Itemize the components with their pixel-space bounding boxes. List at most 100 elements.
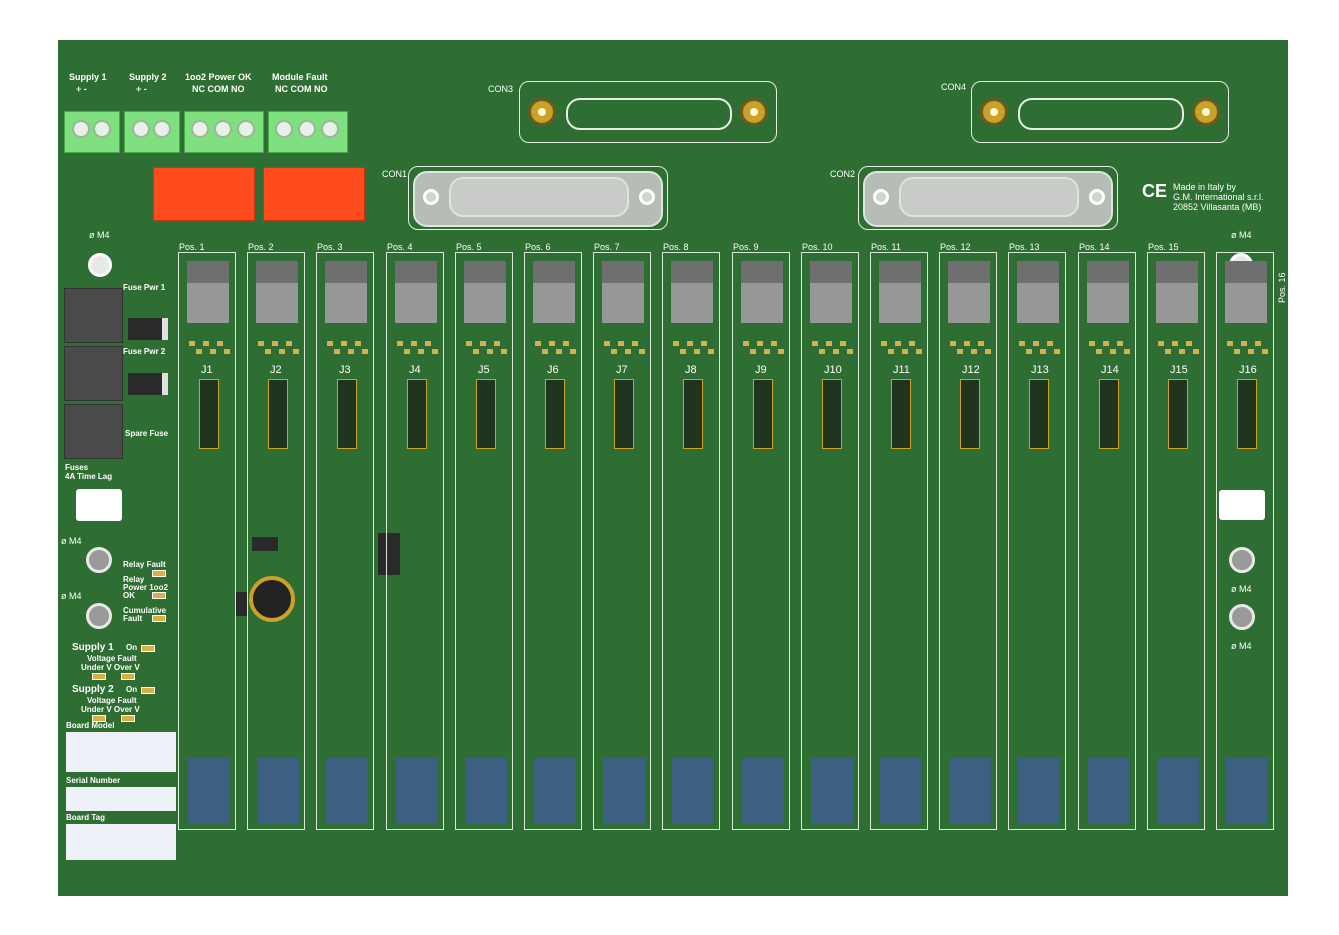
con4-connector[interactable]	[971, 81, 1229, 143]
smd-pad	[833, 349, 839, 354]
supply2-terminal-block[interactable]	[124, 111, 180, 153]
screw-icon	[237, 120, 255, 138]
board-tag-label: Board Tag	[66, 813, 105, 822]
supply2-voltage-fault: Voltage Fault	[87, 696, 137, 705]
module-connector[interactable]	[811, 758, 853, 824]
power-ok-terminal-block[interactable]	[184, 111, 264, 153]
module-connector[interactable]	[672, 758, 714, 824]
smd-pad	[549, 341, 555, 346]
jumper-header[interactable]	[268, 379, 288, 449]
smd-pad	[570, 349, 576, 354]
module-latch	[948, 261, 990, 323]
jumper-header[interactable]	[960, 379, 980, 449]
smd-pad	[1158, 341, 1164, 346]
fuse-holder-pwr2[interactable]	[64, 346, 123, 401]
smd-pad	[604, 341, 610, 346]
module-latch	[325, 261, 367, 323]
jumper-header[interactable]	[614, 379, 634, 449]
smd-pad	[466, 341, 472, 346]
smd-pad	[812, 341, 818, 346]
jumper-header[interactable]	[199, 379, 219, 449]
con3-connector[interactable]	[519, 81, 777, 143]
jumper-label: J16	[1239, 364, 1257, 376]
jumper-header[interactable]	[1029, 379, 1049, 449]
module-connector[interactable]	[396, 758, 438, 824]
module-fault-terminal-block[interactable]	[268, 111, 348, 153]
serial-number-field	[66, 787, 176, 811]
m4-label: ø M4	[1231, 230, 1252, 240]
module-connector[interactable]	[1088, 758, 1130, 824]
jumper-label: J10	[824, 364, 842, 376]
smd-pad	[1193, 349, 1199, 354]
smd-pad	[1033, 341, 1039, 346]
jumper-header[interactable]	[1168, 379, 1188, 449]
module-connector[interactable]	[257, 758, 299, 824]
module-latch	[256, 261, 298, 323]
smd-pad	[895, 341, 901, 346]
smd-pad	[404, 349, 410, 354]
con2-connector[interactable]	[858, 166, 1118, 230]
module-connector[interactable]	[1018, 758, 1060, 824]
module-connector[interactable]	[742, 758, 784, 824]
jumper-header[interactable]	[407, 379, 427, 449]
ce-mark: CE	[1142, 181, 1168, 201]
smd-pad	[680, 349, 686, 354]
module-connector[interactable]	[603, 758, 645, 824]
fuse-holder-spare[interactable]	[64, 404, 123, 459]
m4-label: ø M4	[61, 536, 82, 546]
jumper-header[interactable]	[337, 379, 357, 449]
jumper-header[interactable]	[683, 379, 703, 449]
smd-pad	[1110, 349, 1116, 354]
module-connector[interactable]	[880, 758, 922, 824]
jumper-label: J14	[1101, 364, 1119, 376]
smd-pad	[750, 349, 756, 354]
module-connector[interactable]	[949, 758, 991, 824]
fuses-title: Fuses	[65, 463, 89, 472]
jumper-header[interactable]	[753, 379, 773, 449]
smd-pad	[826, 341, 832, 346]
m4-label: ø M4	[61, 591, 82, 601]
jumper-header[interactable]	[1237, 379, 1257, 449]
module-connector[interactable]	[1226, 758, 1268, 824]
module-latch	[464, 261, 506, 323]
con1-connector[interactable]	[408, 166, 668, 230]
smd-pad	[355, 341, 361, 346]
jumper-header[interactable]	[891, 379, 911, 449]
module-connector[interactable]	[465, 758, 507, 824]
supply2-on-led	[141, 687, 155, 694]
supply1-led-label: Supply 1	[72, 642, 114, 653]
jumper-label: J7	[616, 364, 628, 376]
board-model-field	[66, 732, 176, 772]
module-connector[interactable]	[326, 758, 368, 824]
jumper-header[interactable]	[545, 379, 565, 449]
jumper-header[interactable]	[822, 379, 842, 449]
jumper-header[interactable]	[476, 379, 496, 449]
maker-line3: 20852 Villasanta (MB)	[1173, 202, 1262, 212]
jumper-header[interactable]	[1099, 379, 1119, 449]
module-latch	[1156, 261, 1198, 323]
smd-pad	[978, 341, 984, 346]
module-connector[interactable]	[534, 758, 576, 824]
module-connector[interactable]	[188, 758, 230, 824]
module-connector[interactable]	[1157, 758, 1199, 824]
smd-pad	[203, 341, 209, 346]
supply1-terminal-block[interactable]	[64, 111, 120, 153]
fuse-holder-pwr1[interactable]	[64, 288, 123, 343]
supply1-on-led	[141, 645, 155, 652]
